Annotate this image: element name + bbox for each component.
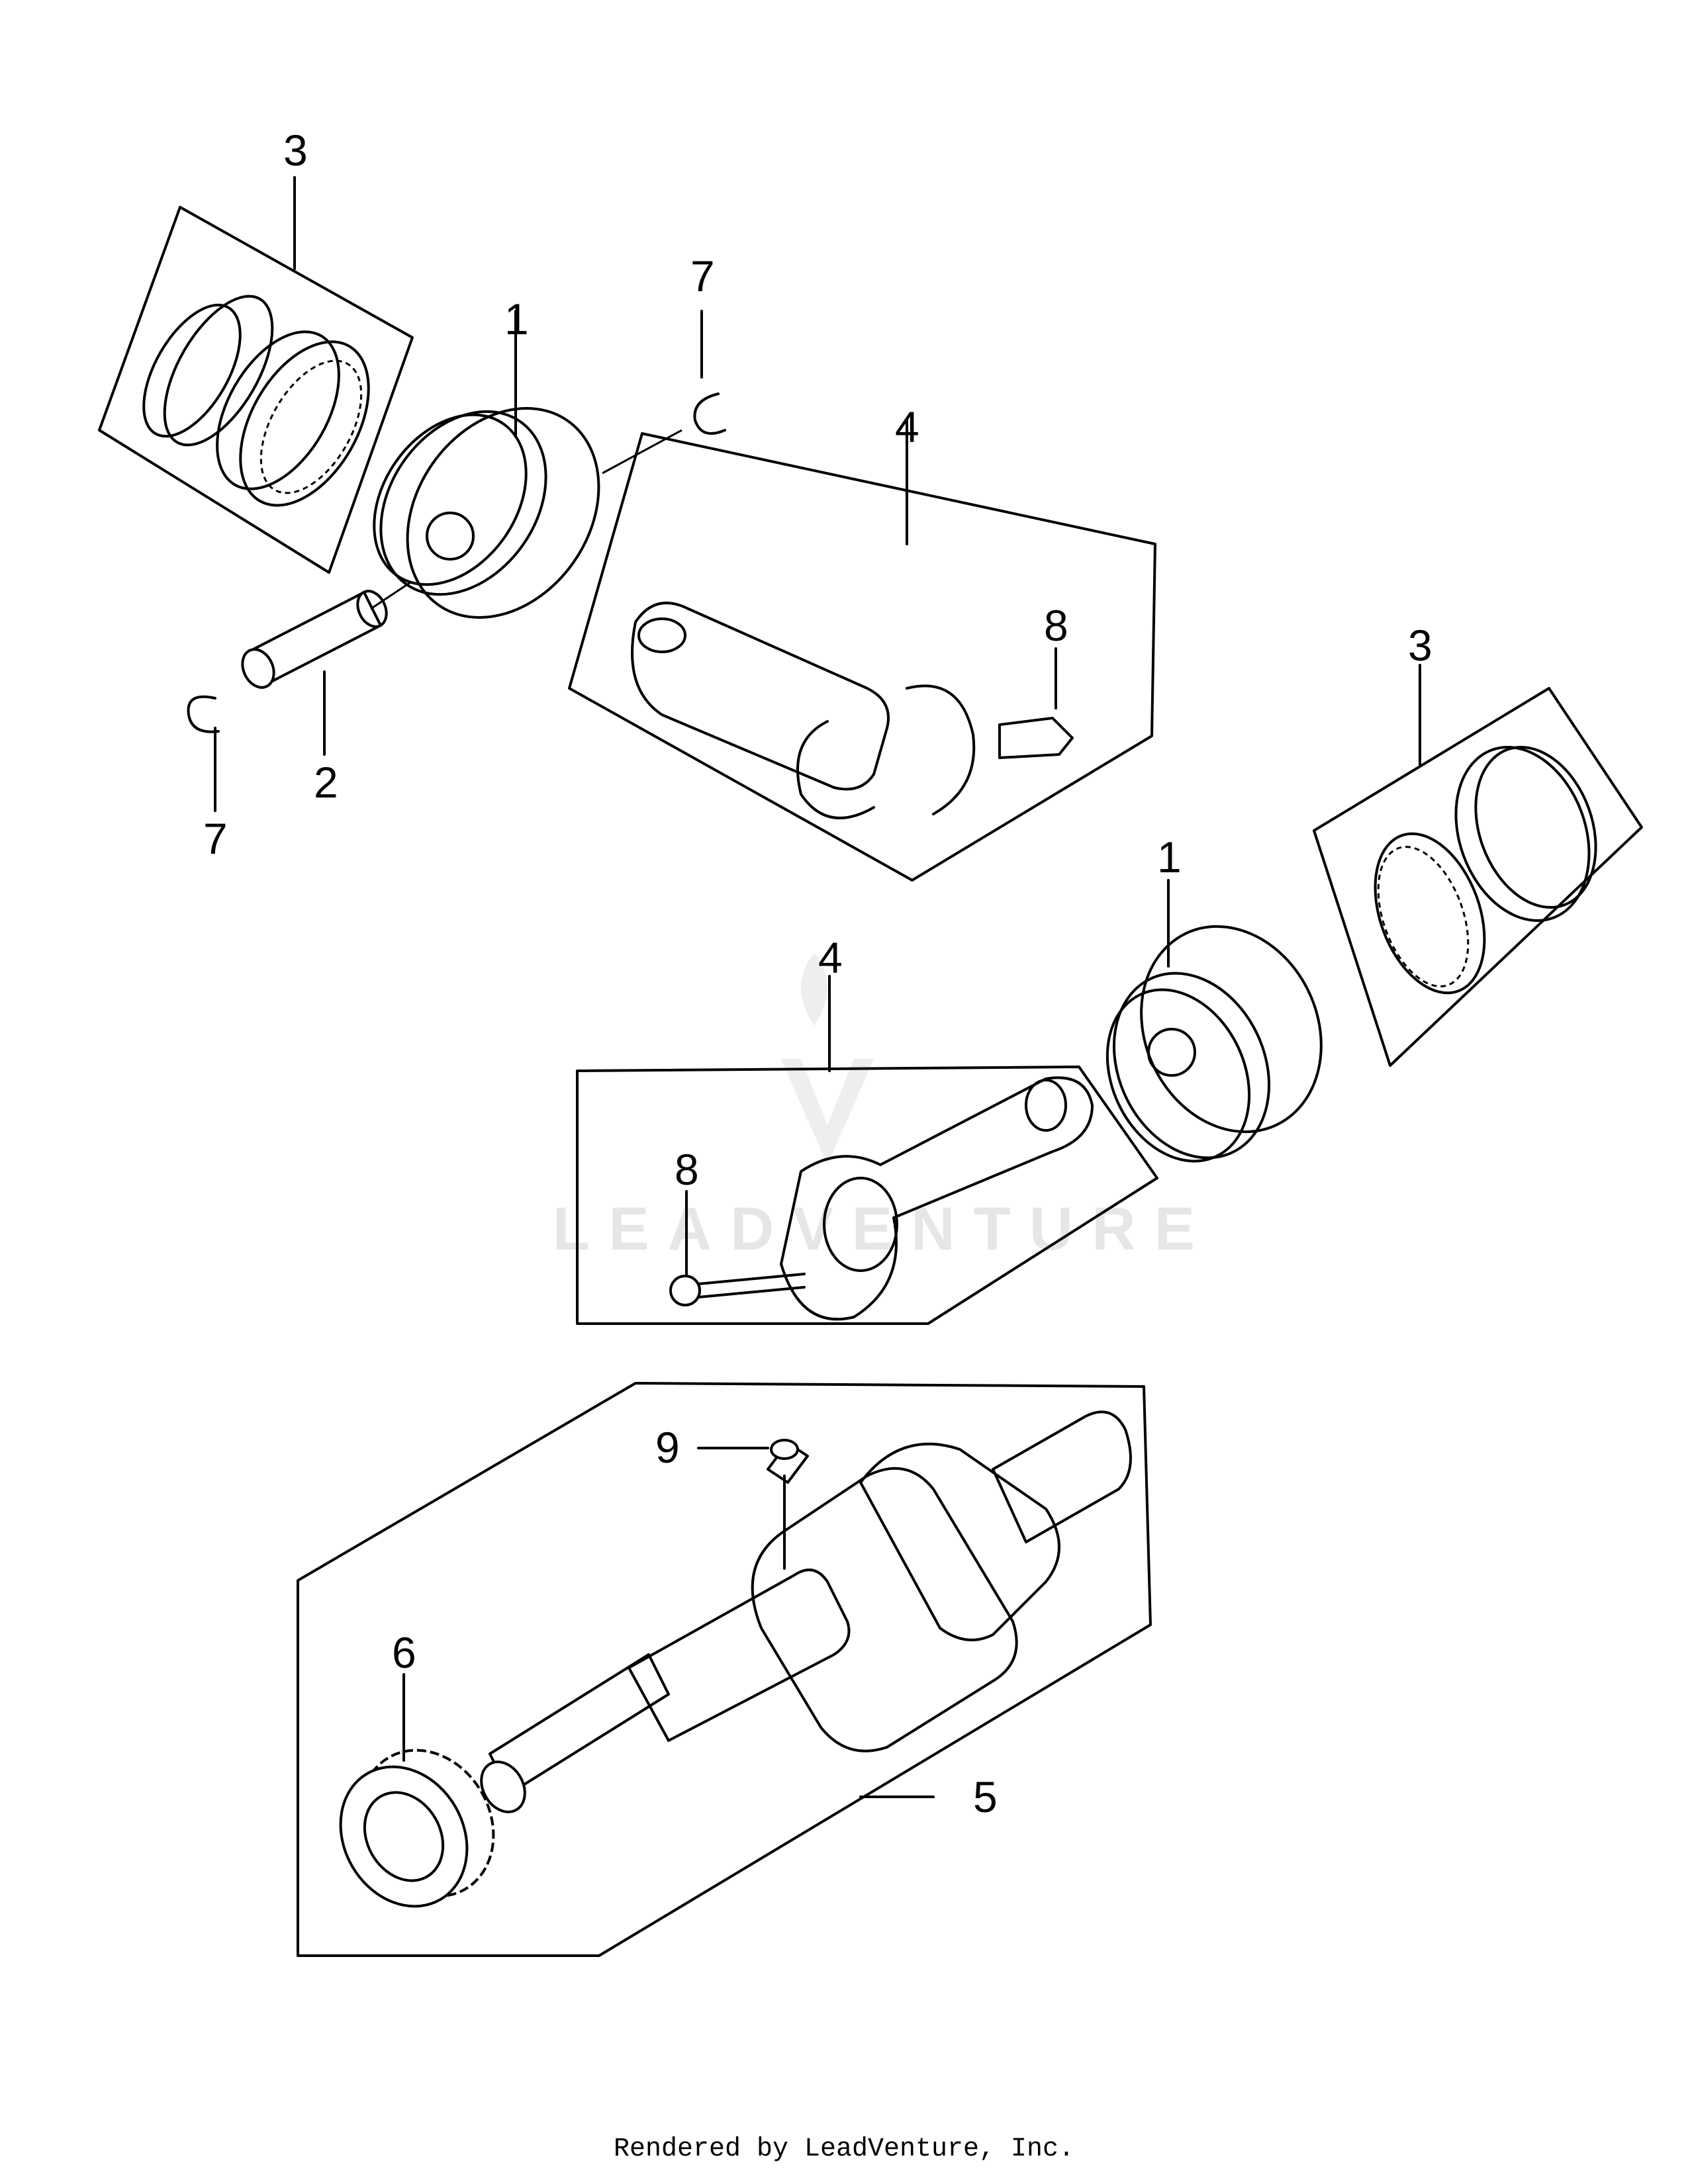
callout-2: 2 <box>314 758 338 807</box>
woodruff-key <box>770 1439 799 1460</box>
callout-1-right: 1 <box>1157 833 1182 882</box>
watermark-text: LEADVENTURE <box>553 1195 1213 1263</box>
piston-right <box>1105 925 1323 1163</box>
callout-3-top: 3 <box>283 126 308 175</box>
piston-ring-set-top <box>98 206 414 574</box>
leadventure-watermark: LEADVENTURE <box>553 953 1213 1263</box>
circlip-top-right <box>693 392 726 435</box>
callout-4-middle: 4 <box>818 933 843 982</box>
callout-7-top: 7 <box>690 251 715 300</box>
callout-8-top: 8 <box>1044 601 1068 650</box>
piston-ring-set-right <box>1313 687 1643 1067</box>
callout-3-right: 3 <box>1408 621 1432 670</box>
connecting-rod-set-middle <box>576 1066 1158 1325</box>
piston-pin <box>241 590 388 689</box>
callout-5: 5 <box>973 1772 998 1821</box>
footer-credit: Rendered by LeadVenture, Inc. <box>613 2134 1075 2164</box>
callout-8-middle: 8 <box>675 1145 699 1194</box>
callout-7-left: 7 <box>203 814 228 863</box>
piston-top <box>373 407 600 619</box>
callout-6: 6 <box>392 1628 416 1677</box>
callout-4-top: 4 <box>895 402 919 451</box>
callout-1-top: 1 <box>504 295 529 343</box>
circlip-left <box>187 695 220 733</box>
callout-9: 9 <box>655 1423 680 1472</box>
crankshaft-set <box>297 1382 1152 1957</box>
connecting-rod-set-top <box>568 432 1156 882</box>
crankshaft-gear <box>339 1749 495 1908</box>
